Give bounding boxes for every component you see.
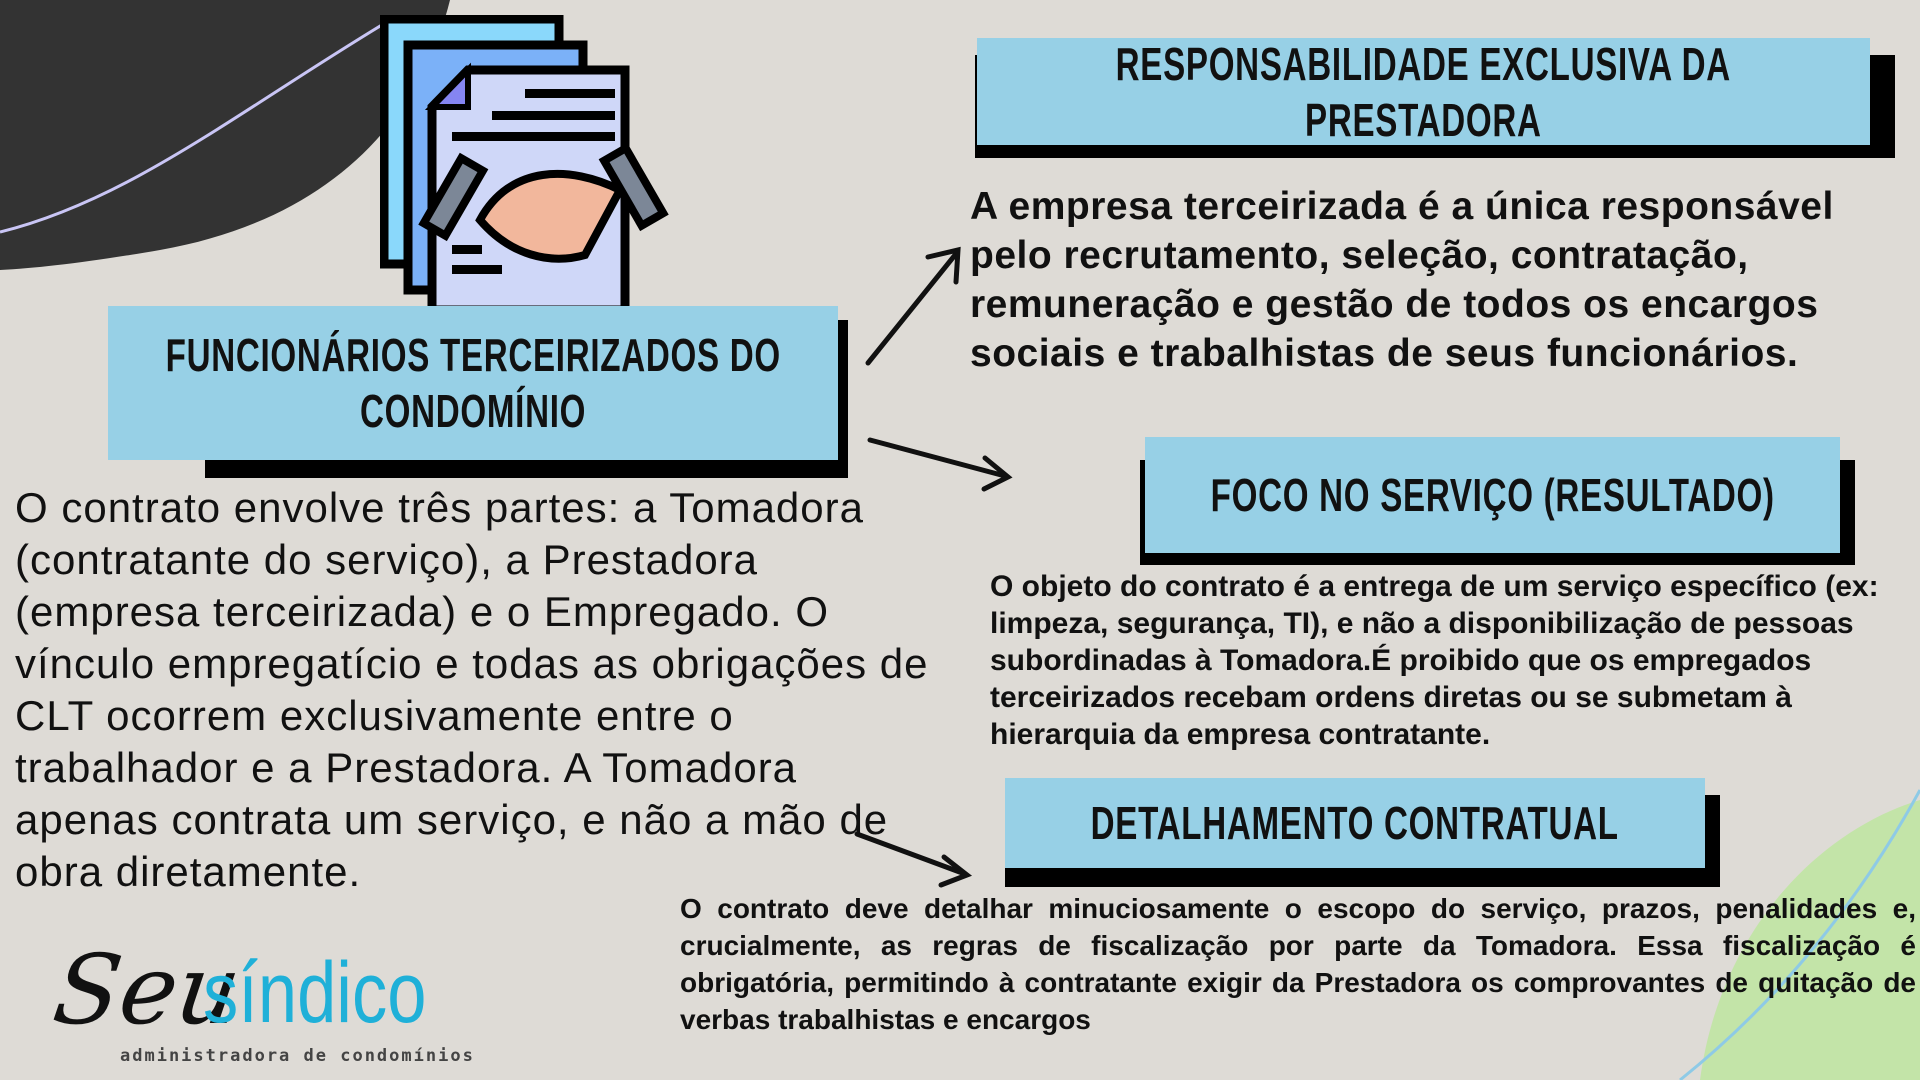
section1-text: A empresa terceirizada é a única respons… [970,185,1834,375]
logo-tagline: administradora de condomínios [120,1046,475,1066]
section1-heading: RESPONSABILIDADE EXCLUSIVA DA [1115,37,1732,90]
dark-blob [0,0,450,270]
contract-handshake-icon [380,15,669,315]
lavender-curve [0,18,391,234]
section1-heading-line2: PRESTADORA [1305,93,1542,146]
section2-heading-box: FOCO NO SERVIÇO (RESULTADO) [1145,437,1840,553]
arrow-icon [867,437,1013,492]
arrow-icon [854,831,973,888]
green-blob [1700,800,1920,1080]
arrow-icon [865,246,961,366]
section1-heading-box: RESPONSABILIDADE EXCLUSIVA DA PRESTADORA [977,37,1870,146]
page-title-line2: CONDOMÍNIO [359,385,587,437]
blue-curve [1679,789,1920,1080]
section3-heading: DETALHAMENTO CONTRATUAL [1090,797,1620,849]
section3-heading-box: DETALHAMENTO CONTRATUAL [1005,778,1705,868]
page-title: FUNCIONÁRIOS TERCEIRIZADOS DO [165,329,781,381]
logo-name: síndico [203,945,427,1041]
section2-text: O objeto do contrato é a entrega de um s… [990,570,1879,751]
intro-text: O contrato envolve três partes: a Tomado… [15,484,929,895]
logo: Seu síndico administradora de condomínio… [47,934,475,1075]
title-box: FUNCIONÁRIOS TERCEIRIZADOS DO CONDOMÍNIO [108,306,838,460]
section2-heading: FOCO NO SERVIÇO (RESULTADO) [1210,469,1775,521]
section3-text: O contrato deve detalhar minuciosamente … [680,893,1916,1035]
